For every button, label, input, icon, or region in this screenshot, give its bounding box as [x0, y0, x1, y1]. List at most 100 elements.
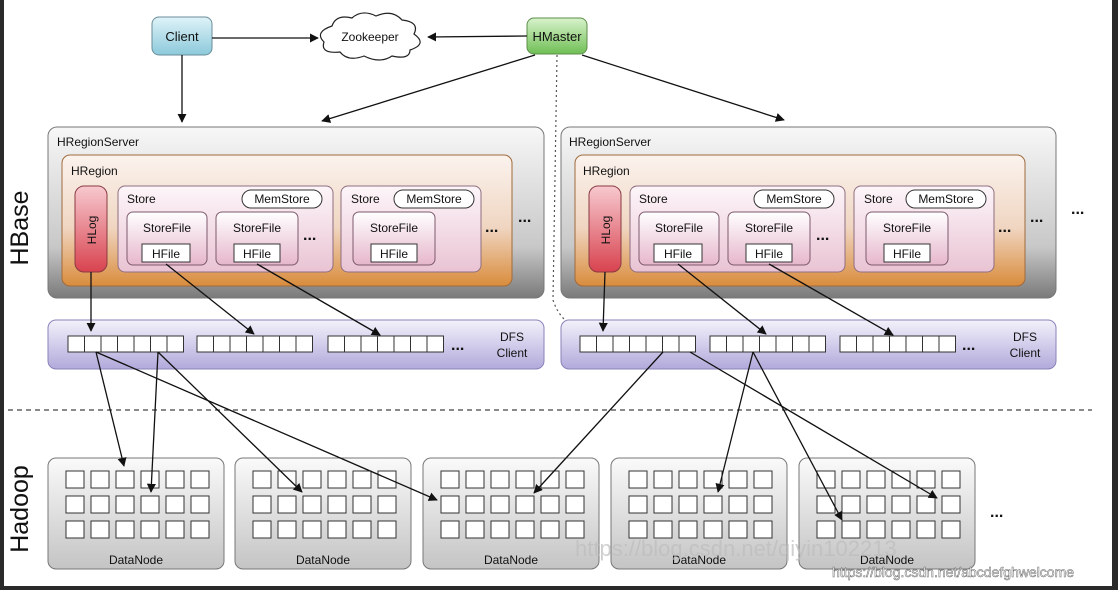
memstore-label: MemStore — [406, 192, 462, 206]
arrow-hmaster-regionserver-right — [581, 54, 785, 122]
dfs-block-cell — [792, 335, 810, 353]
hfile-box — [370, 243, 418, 263]
dfs-block-cells — [579, 335, 956, 353]
datanode: DataNode — [610, 457, 788, 570]
dfs-block-cell — [84, 335, 102, 353]
dfs-block-cell — [117, 335, 135, 353]
dfs-block-cell — [426, 335, 444, 353]
hlog-label: HLog — [599, 216, 613, 245]
datanode-block — [515, 520, 535, 539]
datanode-block — [90, 470, 110, 489]
datanode-block — [753, 495, 773, 514]
datanode-block — [653, 495, 673, 514]
arrow-hmaster-regionserver-left — [321, 54, 536, 123]
dfs-block-cell — [872, 335, 890, 353]
dfs-client-left: ... DFS Client — [47, 319, 545, 370]
hfile-box — [653, 243, 703, 263]
hfile-label: HFile — [152, 247, 180, 261]
arrow-dfs-datanode — [715, 351, 754, 493]
datanode-block — [628, 495, 648, 514]
hfile-label: HFile — [664, 247, 692, 261]
storefile-label: StoreFile — [655, 221, 703, 235]
memstore-pill — [241, 189, 323, 209]
datanode-block — [440, 470, 460, 489]
datanode-block — [140, 520, 160, 539]
client-label: Client — [165, 29, 199, 44]
dfs-block-cell — [279, 335, 297, 353]
storefile-right-1b: StoreFile HFile — [727, 211, 811, 266]
datanode-block — [540, 470, 560, 489]
frame-left-border — [0, 0, 4, 590]
ellipsis: ... — [998, 219, 1011, 236]
hlog-label: HLog — [85, 216, 99, 245]
hfile-label: HFile — [243, 247, 271, 261]
ellipsis: ... — [518, 209, 531, 226]
regionserver-right: HRegionServer HRegion HLog Store MemStor… — [560, 126, 1057, 299]
dfs-block-cell — [393, 335, 411, 353]
datanode-block — [490, 470, 510, 489]
datanode-block — [816, 470, 836, 489]
datanode-block — [916, 520, 936, 539]
frame-bottom-border — [0, 586, 1118, 590]
datanode-label: DataNode — [296, 553, 350, 567]
zookeeper-label: Zookeeper — [341, 30, 398, 44]
datanode-block — [866, 520, 886, 539]
datanode-label: DataNode — [860, 553, 914, 567]
datanode-block — [728, 495, 748, 514]
datanode-block — [941, 470, 961, 489]
datanode-block — [277, 470, 297, 489]
datanode-block — [565, 495, 585, 514]
datanode-block — [65, 470, 85, 489]
hmaster-box: HMaster — [526, 17, 588, 55]
hfile-label: HFile — [380, 247, 408, 261]
dfs-block-cell — [596, 335, 614, 353]
dfs-block-cell — [579, 335, 597, 353]
datanode-block — [628, 470, 648, 489]
ellipsis: ... — [485, 219, 498, 236]
dfs-block-cell — [889, 335, 907, 353]
dfs-block-cell — [759, 335, 777, 353]
datanode-block — [252, 470, 272, 489]
datanode-block — [140, 495, 160, 514]
storefile-label: StoreFile — [233, 221, 281, 235]
datanode-block — [465, 495, 485, 514]
ellipsis: ... — [990, 504, 1003, 521]
dfs-block-cell — [229, 335, 247, 353]
store-label: Store — [127, 192, 156, 206]
datanode-block — [678, 520, 698, 539]
arrow-hfile-dfs — [677, 263, 767, 335]
datanode-block — [277, 520, 297, 539]
arrow-hlog-dfs — [598, 271, 608, 332]
datanode-block — [515, 495, 535, 514]
store-label: Store — [864, 192, 893, 206]
storefile-right-1a: StoreFile HFile — [638, 211, 720, 266]
datanode-block — [540, 495, 560, 514]
dfs-block-cell — [344, 335, 362, 353]
datanode-block — [440, 520, 460, 539]
datanode-block — [352, 495, 372, 514]
hregion-left: HRegion HLog Store MemStore StoreFile HF… — [61, 154, 531, 287]
memstore-label: MemStore — [254, 192, 310, 206]
datanode-block — [252, 495, 272, 514]
storefile-label: StoreFile — [745, 221, 793, 235]
ellipsis: ... — [816, 227, 829, 244]
datanode-block — [753, 520, 773, 539]
memstore-pill — [393, 189, 475, 209]
store-label: Store — [639, 192, 668, 206]
memstore-label: MemStore — [918, 192, 974, 206]
datanode-block — [327, 470, 347, 489]
datanode-block — [916, 470, 936, 489]
datanode-block — [728, 520, 748, 539]
datanode-block — [327, 495, 347, 514]
dfs-label: DFS — [500, 330, 524, 344]
datanode-block — [252, 520, 272, 539]
datanode-block — [891, 495, 911, 514]
datanode-block — [841, 520, 861, 539]
hfile-label: HFile — [893, 247, 921, 261]
datanode-block — [728, 470, 748, 489]
dfs-block-cell — [166, 335, 184, 353]
datanode-block — [165, 470, 185, 489]
datanode-block — [916, 495, 936, 514]
arrow-dfs-datanode — [95, 351, 438, 501]
datanode-block — [653, 470, 673, 489]
